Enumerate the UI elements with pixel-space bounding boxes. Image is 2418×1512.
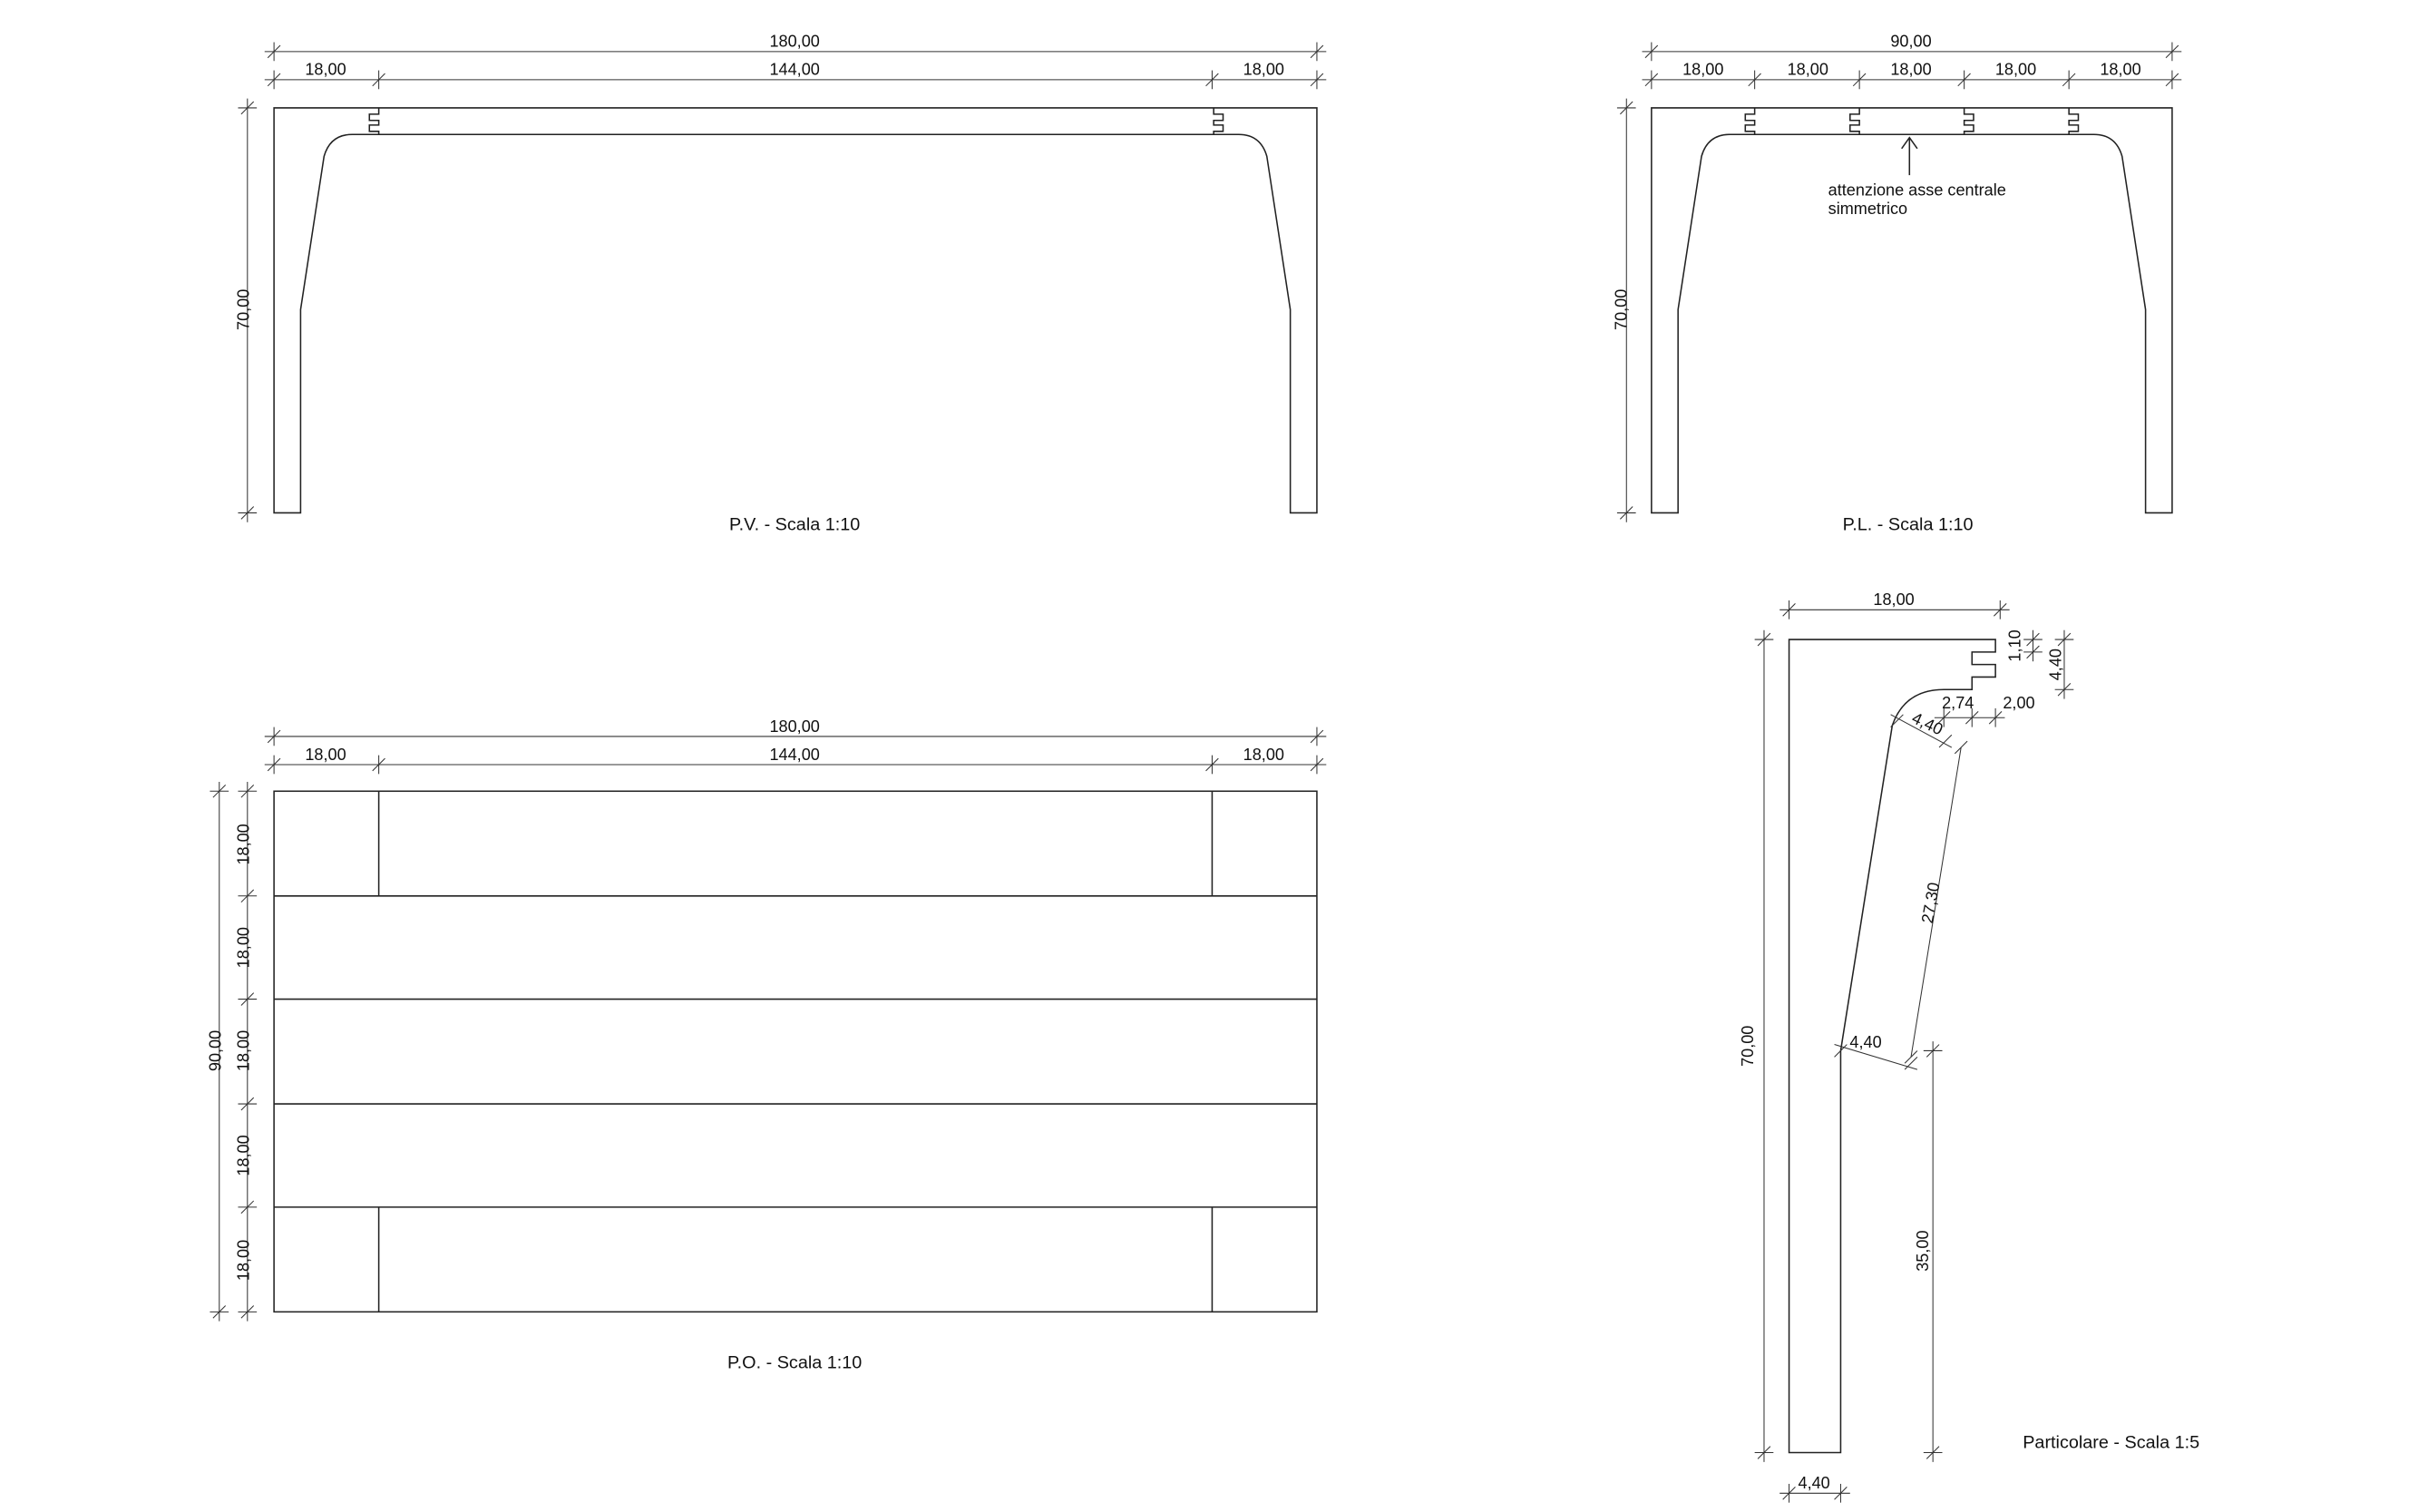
dimension-label: 144,00 [769, 746, 819, 764]
dimension-label: 18,00 [235, 824, 253, 864]
dimension-label: 4,40 [2047, 649, 2065, 680]
view-title: P.O. - Scala 1:10 [727, 1352, 862, 1372]
dimension-line [1910, 746, 1962, 1058]
dimension-tick [1938, 734, 1953, 748]
view-title: P.V. - Scala 1:10 [729, 514, 860, 534]
dimension-label: 70,00 [1612, 289, 1630, 330]
plan-view: 180,00 18,00 144,00 18,00 90,00 18,00 18,00 18,… [207, 717, 1327, 1372]
dimension-label: 18,00 [235, 1240, 253, 1281]
dimension-label: 144,00 [769, 61, 819, 79]
joint-notch [1744, 107, 1756, 135]
joint-notch [368, 107, 380, 135]
dimension-label: 18,00 [1243, 746, 1284, 764]
center-axis-arrow [1901, 136, 1918, 176]
dimension-line [1834, 1044, 1918, 1070]
joint-notch [1963, 107, 1974, 135]
dimension-label: 180,00 [769, 717, 819, 736]
dimension-label: 18,00 [1788, 61, 1828, 79]
dimension-label: 4,40 [1799, 1474, 1830, 1492]
joint-notch [1213, 107, 1224, 135]
leg-detail-profile [1788, 639, 1996, 1454]
dimension-label: 90,00 [1890, 33, 1931, 51]
dimension-label: 1,10 [2006, 629, 2024, 661]
view-title: P.L. - Scala 1:10 [1843, 514, 1974, 534]
dimension-label: 18,00 [235, 927, 253, 968]
dimension-tick [1834, 1044, 1848, 1058]
note-text: attenzione asse centrale [1828, 180, 2006, 199]
dimension-tick [1890, 714, 1904, 727]
dimension-tick [1904, 1056, 1918, 1070]
dimension-label: 18,00 [1873, 590, 1914, 609]
front-view: 180,00 18,00 144,00 18,00 70,00P.V. - Scala … [235, 33, 1327, 534]
dimension-label: 70,00 [1739, 1026, 1757, 1067]
view-title: Particolare - Scala 1:5 [2023, 1432, 2199, 1452]
dimension-label: 2,74 [1942, 694, 1974, 712]
table-profile [1651, 107, 2173, 514]
note-text: simmetrico [1828, 200, 1907, 218]
dimension-label: 90,00 [207, 1030, 225, 1071]
tabletop-outline [273, 790, 1318, 1313]
dimension-tick [1954, 740, 1968, 755]
dimension-label: 180,00 [769, 33, 819, 51]
dimension-label: 18,00 [1682, 61, 1723, 79]
dimension-line [1890, 714, 1953, 748]
dimension-label: 18,00 [1995, 61, 2036, 79]
dimension-label: 27,30 [1918, 881, 1944, 924]
dimension-tick [1904, 1050, 1918, 1064]
dimension-label: 70,00 [235, 289, 253, 330]
dimension-label: 35,00 [1914, 1230, 1932, 1271]
dimension-label: 18,00 [305, 61, 346, 79]
joint-notch [1849, 107, 1860, 135]
dimension-label: 4,40 [1849, 1033, 1881, 1051]
detail-view: 18,00 70,00 1,10 4,40 2,74 2,00 4,40 27,30 4,40 3… [1739, 590, 2199, 1503]
dimension-label: 18,00 [305, 746, 346, 764]
dimension-label: 18,00 [1890, 61, 1931, 79]
dimension-label: 2,00 [2003, 694, 2034, 712]
dimension-label: 18,00 [1243, 61, 1284, 79]
joint-notch [2068, 107, 2080, 135]
dimension-label: 18,00 [235, 1135, 253, 1175]
dimension-label: 18,00 [2100, 61, 2140, 79]
table-profile [273, 107, 1318, 514]
side-view: 90,00 18,00 18,00 18,00 18,00 18,00 70,00 atten… [1612, 33, 2182, 534]
dimension-label: 18,00 [235, 1030, 253, 1071]
